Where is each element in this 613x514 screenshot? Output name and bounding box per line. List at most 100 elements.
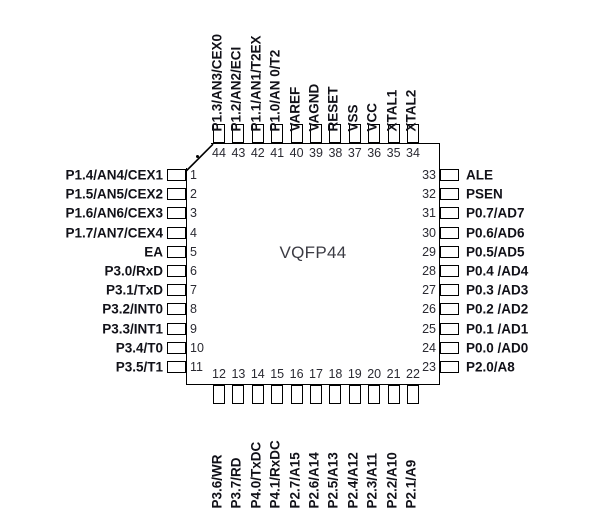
pin-lead-33 [440,169,459,181]
pin-label-23: P2.0/A8 [466,359,515,375]
pin-lead-23 [440,361,459,373]
pin-number-20: 20 [367,367,382,381]
pin-number-26: 26 [422,302,436,317]
pin-lead-27 [440,284,459,297]
pin-label-16: P2.7/A15 [287,452,303,509]
pin-label-33: ALE [466,167,493,183]
pin-lead-26 [440,303,459,316]
pin-number-15: 15 [270,367,285,381]
pin-label-37: VSS [345,104,361,132]
pin-label-5: EA [144,244,163,260]
package-name-label: VQFP44 [279,243,347,262]
pin-lead-17 [310,385,322,404]
pin-number-8: 8 [190,302,197,317]
pin-label-28: P0.4 /AD4 [466,263,529,279]
pin-lead-12 [213,385,225,404]
pin-lead-30 [440,226,459,239]
pin-number-43: 43 [231,146,246,160]
pin-lead-15 [271,385,284,404]
pin-label-14: P4.0/TxDC [248,441,264,509]
pin-lead-1 [167,169,186,181]
pin-number-6: 6 [190,264,197,278]
pin-label-18: P2.5/A13 [325,452,341,509]
pin-label-40: VAREF [287,86,303,132]
pin-lead-32 [440,188,459,201]
pin-label-39: VAGND [306,83,322,132]
pin-lead-22 [407,385,419,404]
pin-label-19: P2.4/A12 [345,452,361,509]
pin-label-24: P0.0 /AD0 [466,340,529,356]
pin-label-17: P2.6/A14 [306,452,322,509]
pin-number-3: 3 [190,206,197,221]
pin-number-25: 25 [422,321,436,336]
pin-lead-6 [167,265,186,277]
pin-label-36: VCC [364,102,380,132]
pin-label-4: P1.7/AN7/CEX4 [65,224,163,240]
pin-label-11: P3.5/T1 [115,359,163,375]
pin-label-27: P0.3 /AD3 [466,282,529,298]
pin-label-1: P1.4/AN4/CEX1 [65,167,163,183]
pin-lead-43 [232,124,245,143]
pin-lead-38 [329,124,342,143]
pin-label-21: P2.2/A10 [384,452,400,509]
pin-label-26: P0.2 /AD2 [466,301,529,317]
pin-lead-29 [440,245,459,258]
pin-lead-9 [167,322,186,335]
pin-number-19: 19 [347,367,362,381]
pin-lead-7 [167,284,186,297]
pin-number-22: 22 [406,367,420,381]
pin-number-13: 13 [231,367,246,381]
pin-lead-44 [213,124,225,143]
pin-number-40: 40 [289,146,304,160]
pin-number-18: 18 [328,367,343,381]
pin-label-41: P1.0/AN 0/T2 [267,49,283,132]
pin-lead-2 [167,188,186,201]
pin-label-13: P3.7/RD [228,457,244,509]
pin-lead-19 [348,385,361,404]
pin-lead-25 [440,322,459,335]
pin-label-12: P3.6/WR [209,454,225,509]
pin-number-37: 37 [347,146,362,160]
pin-label-22: P2.1/A9 [403,459,419,509]
pin-1-marker-dot [196,155,199,158]
pin-label-20: P2.3/A11 [364,452,380,509]
pin-label-8: P3.2/INT0 [102,301,163,317]
pin-label-6: P3.0/RxD [104,263,163,279]
pin-lead-36 [368,124,381,143]
pin-number-5: 5 [190,244,197,259]
pin-lead-34 [407,124,419,143]
pin-lead-18 [329,385,342,404]
pin-lead-8 [167,303,186,316]
pin-lead-4 [167,226,186,239]
pin-label-9: P3.3/INT1 [102,320,163,336]
pin-number-28: 28 [422,264,436,278]
pin-number-33: 33 [422,168,436,182]
pin-lead-42 [251,124,264,143]
pin-lead-5 [167,245,186,258]
pin-number-24: 24 [422,340,436,355]
pin-number-14: 14 [250,367,265,381]
pin-label-29: P0.5/AD5 [466,244,525,260]
pin-number-34: 34 [406,146,420,160]
pin-lead-40 [290,124,303,143]
pin-label-43: P1.2/AN2/ECI [228,46,244,132]
pin-label-35: XTAL1 [384,89,400,132]
pin-number-4: 4 [190,225,197,240]
pin-number-38: 38 [328,146,343,160]
pin-lead-35 [387,124,400,143]
pin-number-39: 39 [309,146,323,160]
pin-lead-28 [440,265,459,277]
pin-label-31: P0.7/AD7 [466,205,525,221]
pin-number-23: 23 [422,360,436,374]
pin-lead-16 [290,385,303,404]
pin-label-30: P0.6/AD6 [466,224,525,240]
pin-number-2: 2 [190,187,197,202]
pin-number-11: 11 [190,360,203,374]
pin-label-38: RESET [325,86,341,132]
pin-label-34: XTAL2 [403,89,419,132]
pin-number-12: 12 [212,367,226,381]
pin-lead-10 [167,341,186,354]
pin-lead-14 [251,385,264,404]
pin-number-32: 32 [422,187,436,202]
